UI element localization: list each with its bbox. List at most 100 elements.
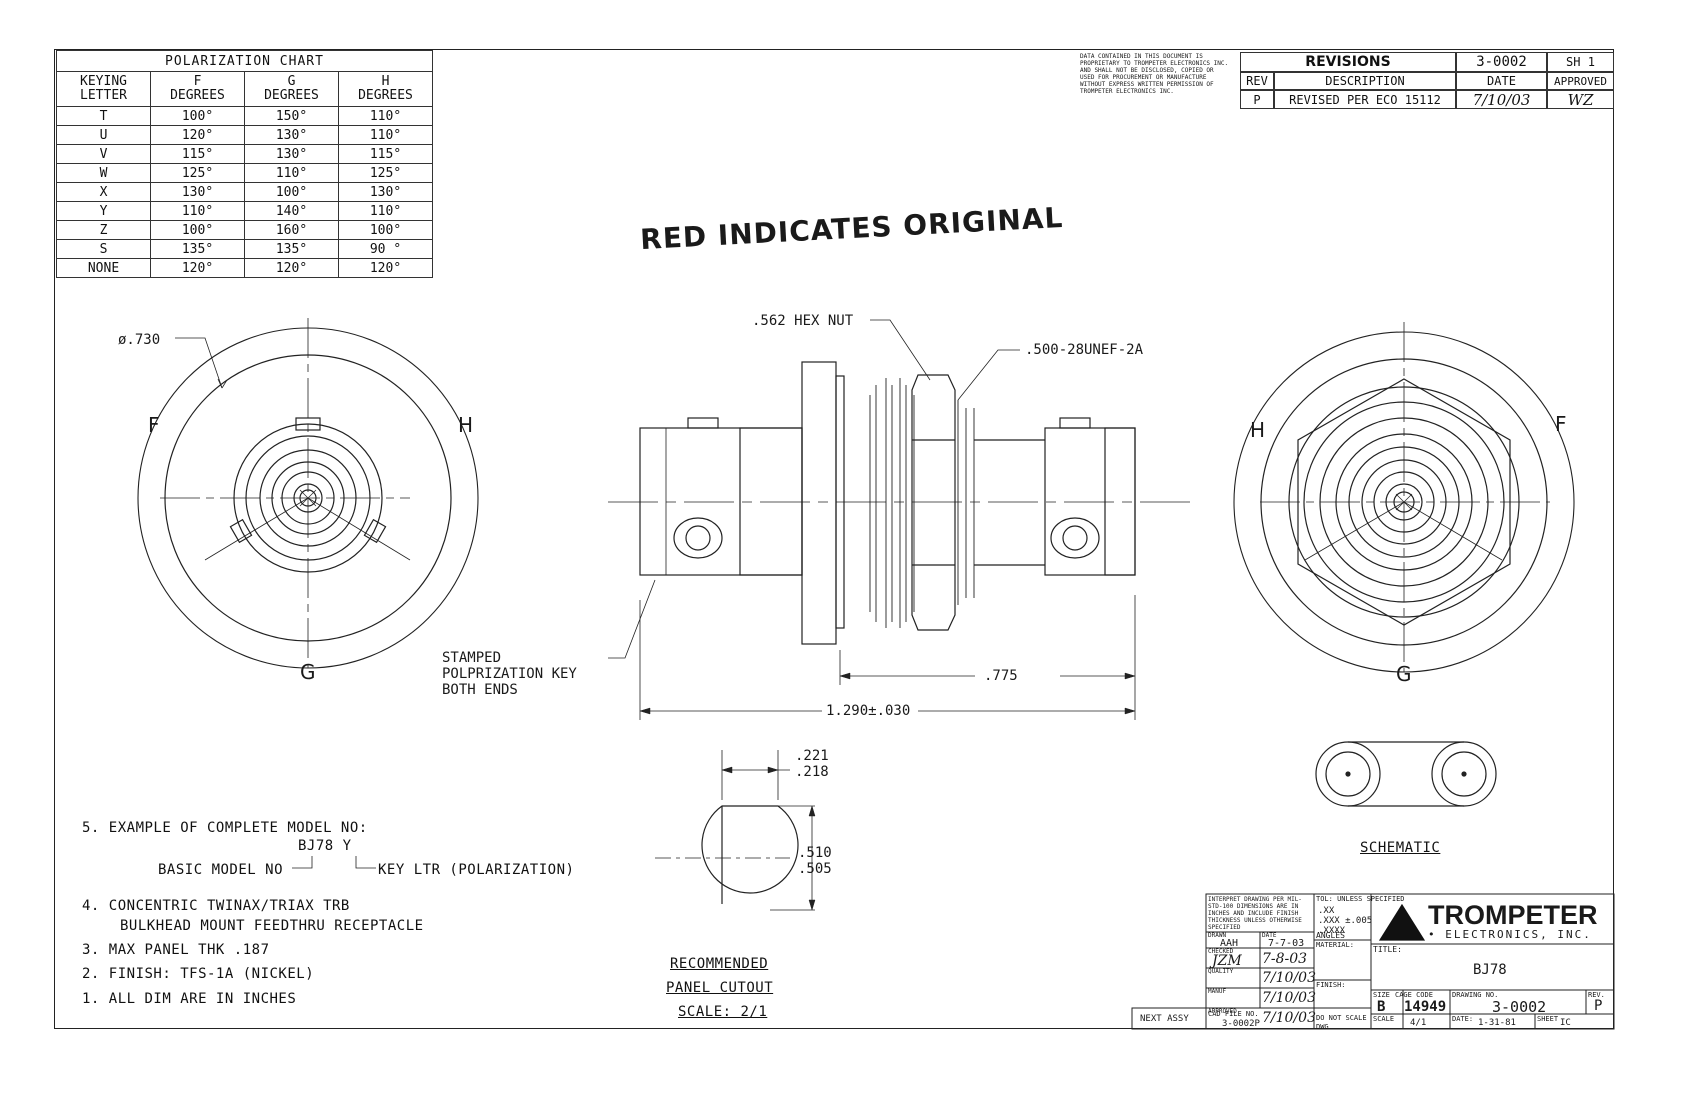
polarization-cell: 90 ° <box>338 239 433 259</box>
size-value: B <box>1377 999 1386 1015</box>
header-keying: KEYING LETTER <box>56 71 151 107</box>
revisions-title: REVISIONS <box>1240 52 1456 72</box>
title-label: TITLE: <box>1373 945 1402 954</box>
left-label-g: G <box>300 660 316 684</box>
dimension-775: .775 <box>984 668 1018 684</box>
polarization-cell: 120° <box>338 258 433 278</box>
dimension-505: .505 <box>798 861 832 877</box>
cutout-label-2: PANEL CUTOUT <box>666 980 774 996</box>
rev-label: REV. <box>1588 991 1605 999</box>
note-5-basic-model: BASIC MODEL NO <box>158 862 284 878</box>
mfg-date: 7/10/03 <box>1262 990 1316 1006</box>
note-5-model: BJ78 Y <box>298 838 352 854</box>
drawing-border <box>54 49 1614 1029</box>
revisions-rev: P <box>1240 90 1274 109</box>
checked-label: CHECKED <box>1208 948 1234 955</box>
diameter-label: ø.730 <box>118 332 161 348</box>
right-label-h: H <box>1250 418 1266 442</box>
sheet-label: SHEET <box>1537 1015 1559 1023</box>
approved-date: 7/10/03 <box>1262 1010 1316 1026</box>
right-label-g: G <box>1396 662 1412 686</box>
note-5: 5. EXAMPLE OF COMPLETE MODEL NO: <box>82 820 368 836</box>
cutout-label-1: RECOMMENDED <box>670 956 769 972</box>
revisions-col-description: DESCRIPTION <box>1274 72 1456 90</box>
polarization-cell: 150° <box>244 106 339 126</box>
thread-label: .500-28UNEF-2A <box>1025 342 1144 358</box>
polarization-cell: 160° <box>244 220 339 240</box>
left-label-f: F <box>148 413 160 437</box>
right-end-view <box>1233 322 1575 673</box>
tol-xxx: .XXX ±.005 <box>1318 916 1373 926</box>
quality-date: 7/10/03 <box>1262 970 1316 986</box>
drawn-by: AAH <box>1220 938 1239 949</box>
polarization-cell: 130° <box>338 182 433 202</box>
do-not-scale: DO NOT SCALE DWG <box>1316 1014 1367 1031</box>
company-name: TROMPETER <box>1428 900 1598 930</box>
cutout-label-3: SCALE: 2/1 <box>678 1004 768 1020</box>
note-3: 3. MAX PANEL THK .187 <box>82 942 270 958</box>
revisions-date: 7/10/03 <box>1456 90 1547 109</box>
polarization-cell: 120° <box>244 258 339 278</box>
polarization-cell: NONE <box>56 258 151 278</box>
revisions-sheet: SH 1 <box>1547 52 1614 72</box>
right-label-f: F <box>1555 412 1567 436</box>
polarization-cell: 100° <box>338 220 433 240</box>
dimension-221: .221 <box>795 748 829 764</box>
material-label: MATERIAL: <box>1316 941 1354 949</box>
date-label-2: DATE: <box>1452 1015 1474 1023</box>
size-label: SIZE <box>1373 991 1390 999</box>
tol-title: TOL: UNLESS SPECIFIED <box>1316 895 1405 903</box>
title-block-frame <box>1131 893 1615 1030</box>
dimension-510: .510 <box>798 845 832 861</box>
header-f: F DEGREES <box>150 71 245 107</box>
company-subtitle: • ELECTRONICS, INC. <box>1428 928 1592 941</box>
scale-label: SCALE <box>1373 1015 1395 1023</box>
polarization-chart: POLARIZATION CHART KEYING LETTER F DEGRE… <box>56 50 433 278</box>
rev-value: P <box>1594 998 1603 1014</box>
note-5-key-letter: KEY LTR (POLARIZATION) <box>378 862 575 878</box>
schematic-symbol <box>1315 741 1497 807</box>
revisions-col-approved: APPROVED <box>1547 72 1614 90</box>
panel-cutout-view <box>655 750 816 911</box>
revisions-approved: WZ <box>1547 90 1614 109</box>
drawing-title: BJ78 <box>1473 962 1507 978</box>
date-label: DATE <box>1262 932 1277 939</box>
note-1: 1. ALL DIM ARE IN INCHES <box>82 991 297 1007</box>
cage-code: 14949 <box>1404 999 1447 1015</box>
quality-label: QUALITY <box>1208 968 1234 975</box>
sheet-value: IC <box>1560 1018 1571 1028</box>
approved-label: APPROVED <box>1208 1008 1237 1015</box>
tol-xxxx: .XXXX <box>1318 926 1346 936</box>
schematic-label: SCHEMATIC <box>1360 840 1441 856</box>
proprietary-notice: DATA CONTAINED IN THIS DOCUMENT IS PROPR… <box>1080 53 1229 95</box>
drawing-number: 3-0002 <box>1492 998 1547 1016</box>
header-h: H DEGREES <box>338 71 433 107</box>
checked-by: JZM <box>1212 953 1242 969</box>
finish-label: FINISH: <box>1316 981 1346 989</box>
stamped-label-3: BOTH ENDS <box>442 682 518 698</box>
date-value: 1-31-81 <box>1478 1018 1516 1028</box>
tol-angles: ANGLES <box>1316 931 1345 940</box>
header-g: G DEGREES <box>244 71 339 107</box>
mfg-label: MANUF <box>1208 988 1227 995</box>
stamped-label-2: POLPRIZATION KEY <box>442 666 577 682</box>
left-end-view <box>137 318 479 669</box>
cad-label: CAD FILE NO. <box>1208 1010 1259 1018</box>
tol-xx: .XX <box>1318 906 1335 916</box>
note-2: 2. FINISH: TFS-1A (NICKEL) <box>82 966 315 982</box>
left-label-h: H <box>458 413 474 437</box>
polarization-cell: 135° <box>244 239 339 259</box>
dimension-overall: 1.290±.030 <box>826 703 911 719</box>
note-4a: 4. CONCENTRIC TWINAX/TRIAX TRB <box>82 898 350 914</box>
next-assy-label: NEXT ASSY <box>1140 1014 1189 1024</box>
polarization-cell: 130° <box>244 144 339 164</box>
revisions-doc-number: 3-0002 <box>1456 52 1547 72</box>
